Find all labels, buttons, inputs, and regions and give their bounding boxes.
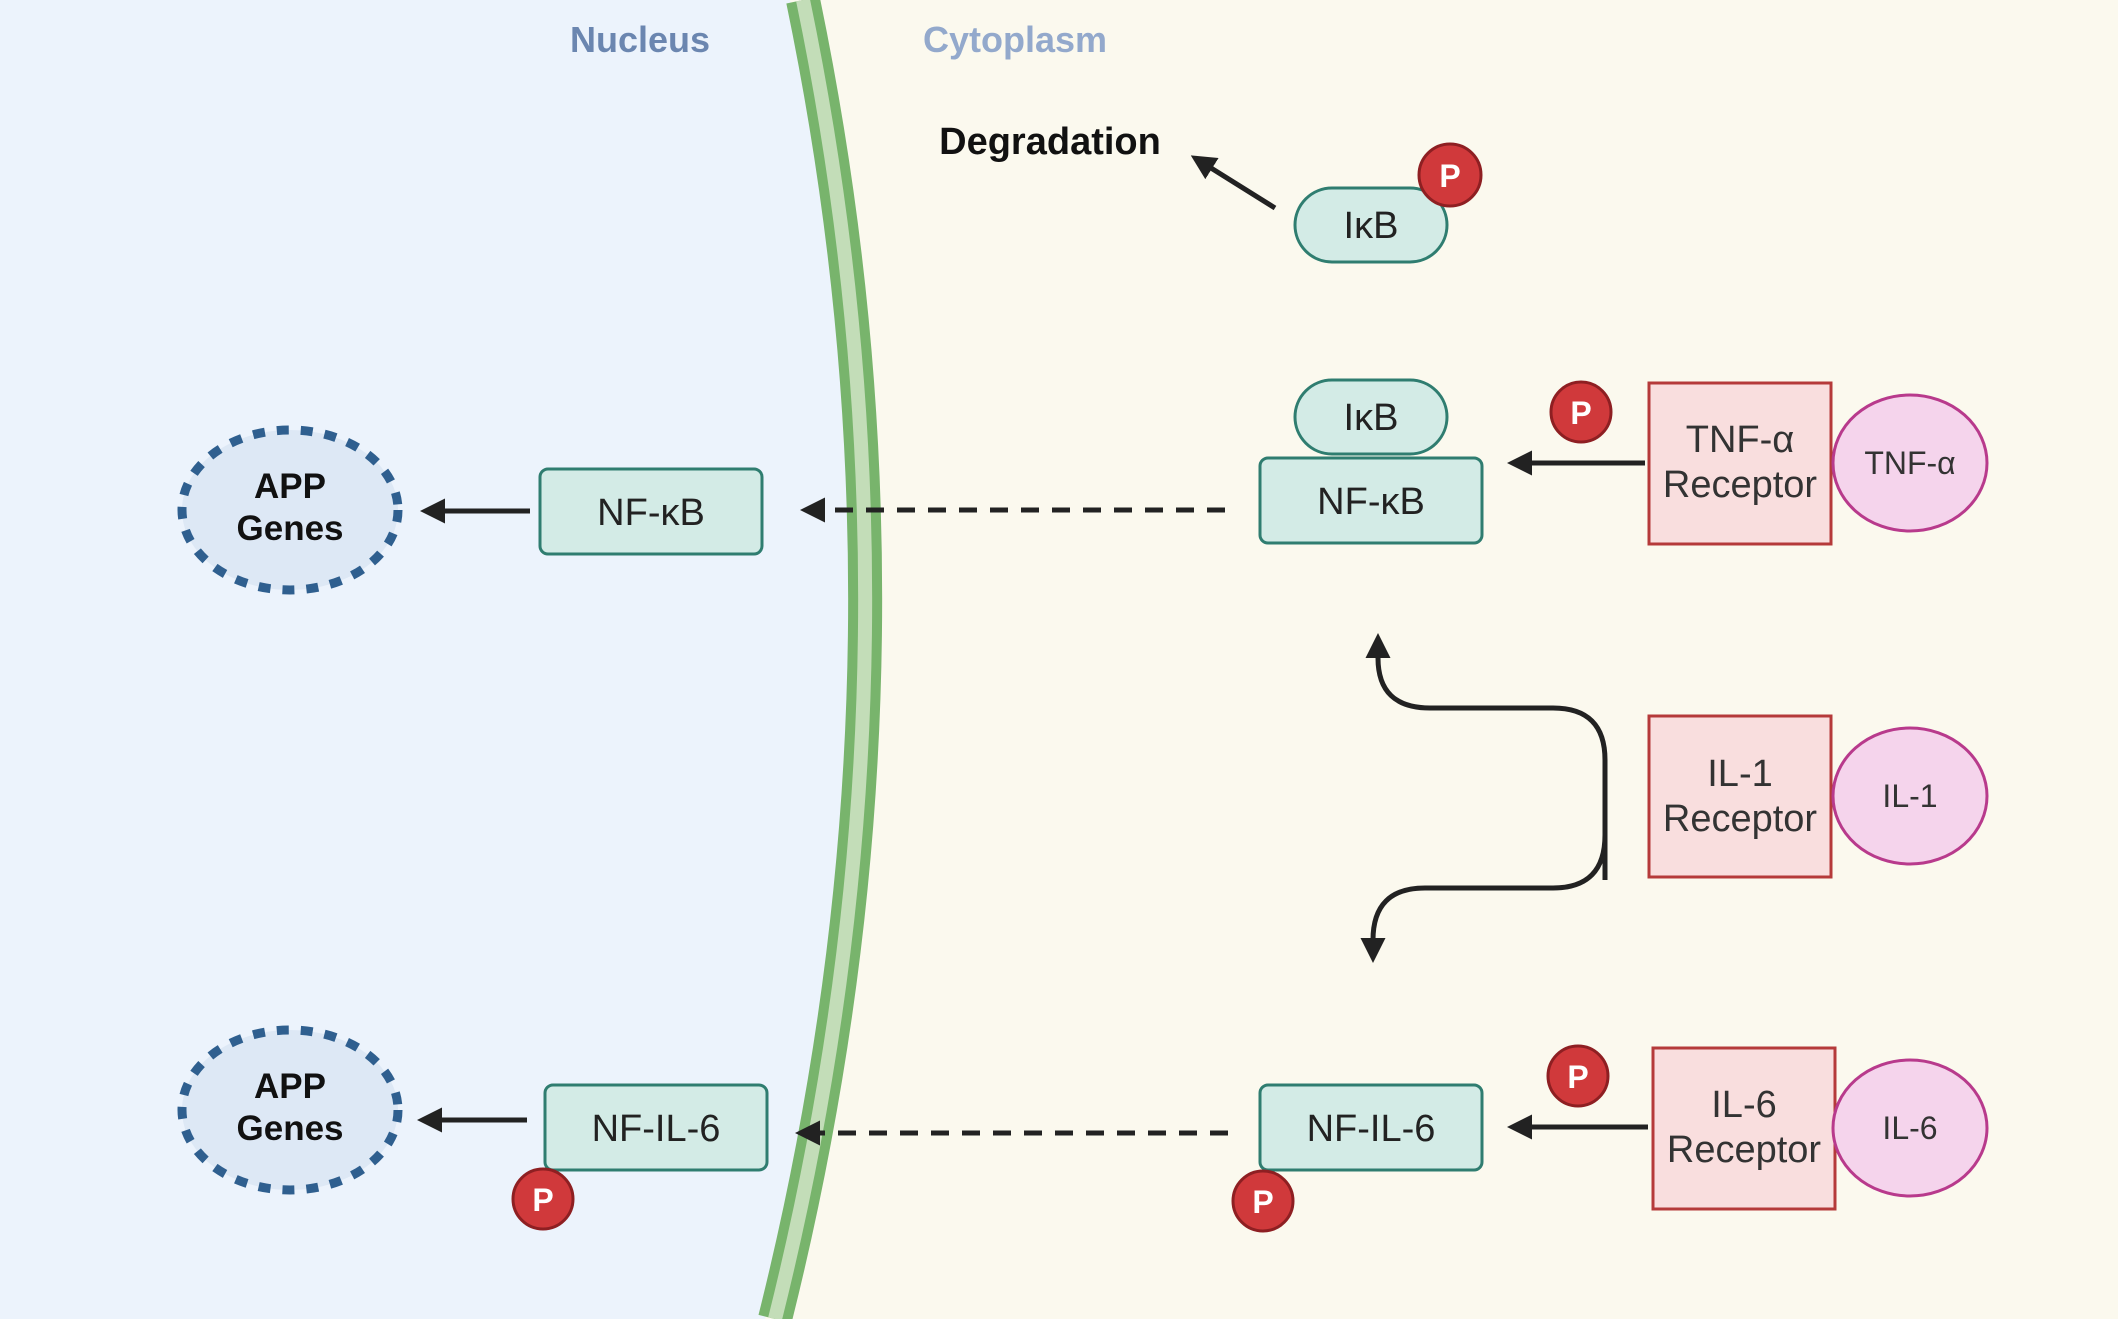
app-genes-bottom xyxy=(177,1025,403,1195)
app-genes-bottom-line1: APP xyxy=(254,1067,326,1106)
il1-receptor-box xyxy=(1647,714,1833,879)
il1-branch-arrow-up xyxy=(1365,633,1608,880)
ikb-free-capsule xyxy=(1293,186,1449,264)
cytoplasm-label: Cytoplasm xyxy=(923,19,1107,60)
ikb-bound-label: IκB xyxy=(1344,397,1399,439)
app-genes-bottom-line2: Genes xyxy=(237,1109,344,1148)
phospho-badge: P xyxy=(1549,380,1613,444)
nfkb-cyto-box xyxy=(1258,456,1484,545)
phospho-badge: P xyxy=(1231,1169,1295,1233)
app-genes-top-line1: APP xyxy=(254,467,326,506)
nfil6-cyto-box xyxy=(1258,1083,1484,1172)
il6-receptor-line1: IL-6 xyxy=(1711,1084,1776,1126)
phospho-badge: P xyxy=(1546,1044,1610,1108)
svg-text:P: P xyxy=(1570,395,1591,431)
nfkb-nuclear-box xyxy=(538,467,764,556)
phospho-badge: P xyxy=(511,1167,575,1231)
nfkb-nuclear-label: NF-κB xyxy=(597,492,705,534)
svg-text:P: P xyxy=(1567,1059,1588,1095)
il6-ligand-label: IL-6 xyxy=(1882,1110,1937,1146)
nucleus-label: Nucleus xyxy=(570,19,710,60)
nfkb-cyto-label: NF-κB xyxy=(1317,481,1425,523)
il1-branch-arrow-down xyxy=(1360,760,1608,963)
tnf-receptor-line1: TNF-α xyxy=(1686,419,1795,461)
svg-text:P: P xyxy=(1439,158,1460,194)
il1-receptor-line1: IL-1 xyxy=(1707,753,1772,795)
nucleus-region xyxy=(0,0,860,1319)
svg-text:P: P xyxy=(1252,1184,1273,1220)
nfil6-cyto-label: NF-IL-6 xyxy=(1307,1108,1436,1150)
tnf-ligand-label: TNF-α xyxy=(1864,445,1955,481)
nfil6-nuclear-label: NF-IL-6 xyxy=(592,1108,721,1150)
app-genes-top-line2: Genes xyxy=(237,509,344,548)
tnf-receptor-box xyxy=(1647,381,1833,546)
degradation-label: Degradation xyxy=(939,121,1161,163)
phospho-badge: P xyxy=(1417,142,1483,208)
tnf-receptor-line2: Receptor xyxy=(1663,464,1818,506)
il1-ligand-label: IL-1 xyxy=(1882,778,1937,814)
il6-receptor-box xyxy=(1651,1046,1837,1211)
il1-ligand xyxy=(1831,726,1989,866)
ikb-free-label: IκB xyxy=(1344,205,1399,247)
il6-receptor-line2: Receptor xyxy=(1667,1129,1822,1171)
il6-ligand xyxy=(1831,1058,1989,1198)
nfil6-nuclear-box xyxy=(543,1083,769,1172)
ikb-bound-capsule xyxy=(1293,378,1449,456)
svg-text:P: P xyxy=(532,1182,553,1218)
tnf-ligand xyxy=(1831,393,1989,533)
il1-receptor-line2: Receptor xyxy=(1663,798,1818,840)
app-genes-top xyxy=(177,425,403,595)
degradation-arrow xyxy=(1190,155,1277,211)
